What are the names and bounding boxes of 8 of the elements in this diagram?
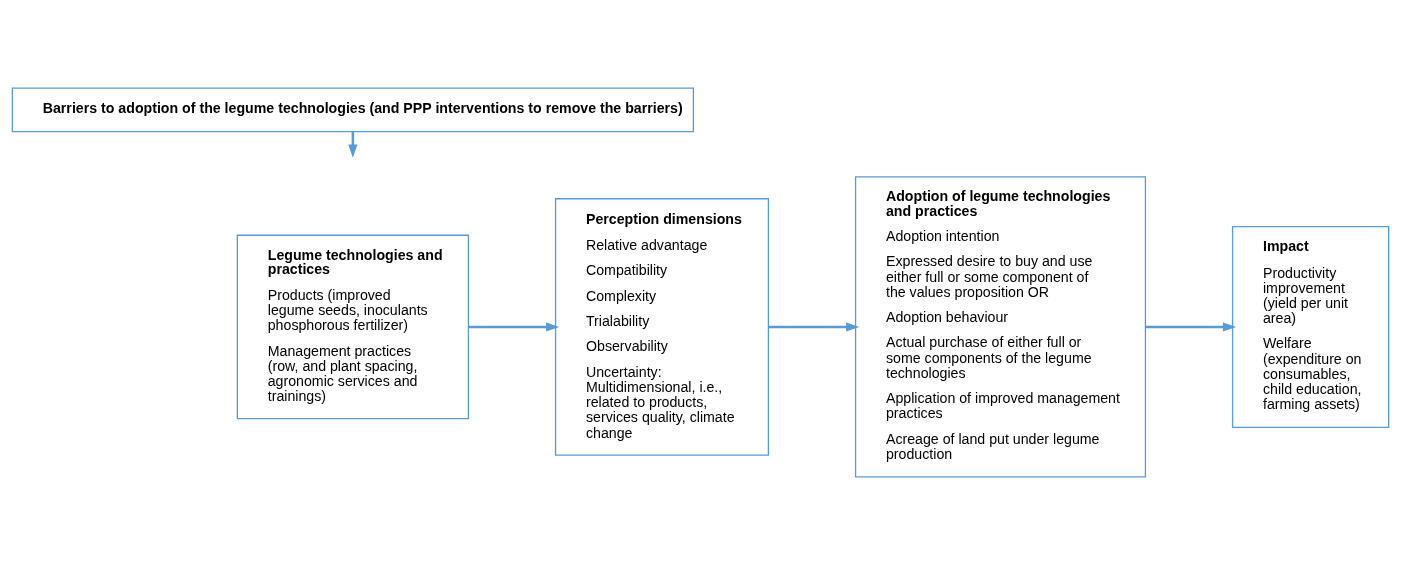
arrow bbox=[468, 322, 560, 332]
arrow bbox=[768, 322, 860, 332]
node-box: Perception dimensions Relative advantage Compatibility Complexity Trialability Observability Uncertainty: Multidimensional, i.e., related to products, services quality, climate change bbox=[554, 198, 770, 456]
arrow bbox=[1145, 322, 1237, 332]
node-box: Adoption of legume technologies and practices Adoption intention Expressed desire to buy and use either full or some component of the values proposition OR Adoption behaviour Actual purchase of either full or some components of the legume technologies Application of improved management practices Acreage of land put under legume production bbox=[854, 176, 1147, 478]
node-box: Legume technologies and practices Products (improved legume seeds, inoculants phosphorous fertilizer) Management practices (row, and plant spacing, agronomic services and trainings) bbox=[236, 234, 470, 420]
node-box: Barriers to adoption of the legume technologies (and PPP interventions to remove the barriers) bbox=[11, 87, 695, 133]
node-box: Impact Productivity improvement (yield per unit area) Welfare (expenditure on consumables, child education, farming assets) bbox=[1231, 225, 1390, 428]
